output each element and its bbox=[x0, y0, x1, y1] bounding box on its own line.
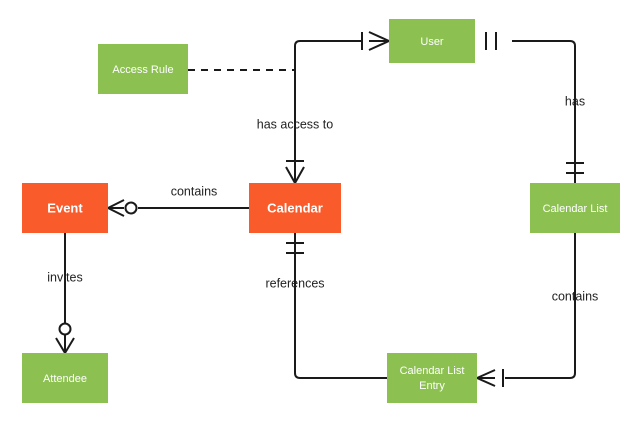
marker-event-right-zero-or-many bbox=[107, 199, 138, 217]
entity-calendar[interactable]: Calendar bbox=[249, 183, 341, 233]
entity-user-box[interactable] bbox=[389, 19, 475, 63]
edge-calendar-references-entry bbox=[294, 233, 387, 379]
marker-calendar-list-top-exactly-one bbox=[566, 162, 584, 174]
entity-calendar-list-label: Calendar List bbox=[543, 203, 608, 215]
marker-user-left-one-or-many bbox=[361, 31, 390, 51]
edge-user-has-access-to-calendar bbox=[294, 40, 362, 183]
entity-access-rule[interactable]: Access Rule bbox=[98, 44, 188, 94]
entity-calendar-list-entry-box[interactable] bbox=[387, 353, 477, 403]
entity-calendar-list[interactable]: Calendar List bbox=[530, 183, 620, 233]
entity-user[interactable]: User bbox=[389, 19, 475, 63]
marker-user-right-exactly-one bbox=[485, 32, 497, 50]
entity-attendee-label: Attendee bbox=[43, 373, 87, 385]
relationship-label-contains-event-calendar: contains bbox=[171, 184, 218, 198]
entity-access-rule-label: Access Rule bbox=[112, 64, 173, 76]
entity-attendee[interactable]: Attendee bbox=[22, 353, 108, 403]
marker-calendar-top-one-or-many bbox=[285, 160, 305, 184]
entity-calendar-list-entry-label-line1: Calendar List bbox=[400, 365, 465, 377]
relationship-label-has-access-to: has access to bbox=[257, 117, 333, 131]
entity-event-box[interactable] bbox=[22, 183, 108, 233]
entity-calendar-box[interactable] bbox=[249, 183, 341, 233]
entity-attendee-box[interactable] bbox=[22, 353, 108, 403]
relationship-label-invites: invites bbox=[47, 270, 82, 284]
entity-calendar-list-entry[interactable]: Calendar List Entry bbox=[387, 353, 477, 403]
marker-entry-right-one-or-many bbox=[476, 369, 504, 387]
marker-calendar-bottom-exactly-one bbox=[286, 242, 304, 254]
entity-access-rule-box[interactable] bbox=[98, 44, 188, 94]
entity-event[interactable]: Event bbox=[22, 183, 108, 233]
entity-event-label: Event bbox=[47, 200, 83, 215]
relationship-label-references: references bbox=[265, 276, 324, 290]
relationship-label-contains-list-entry: contains bbox=[552, 289, 599, 303]
entity-user-label: User bbox=[420, 36, 444, 48]
entity-calendar-label: Calendar bbox=[267, 200, 323, 215]
entity-calendar-list-box[interactable] bbox=[530, 183, 620, 233]
edge-calendar-list-contains-entry bbox=[505, 233, 576, 379]
relationship-label-has: has bbox=[565, 94, 585, 108]
edge-user-has-calendar-list bbox=[512, 40, 576, 183]
entity-calendar-list-entry-label-line2: Entry bbox=[419, 380, 445, 392]
marker-attendee-top-zero-or-many bbox=[55, 322, 75, 354]
